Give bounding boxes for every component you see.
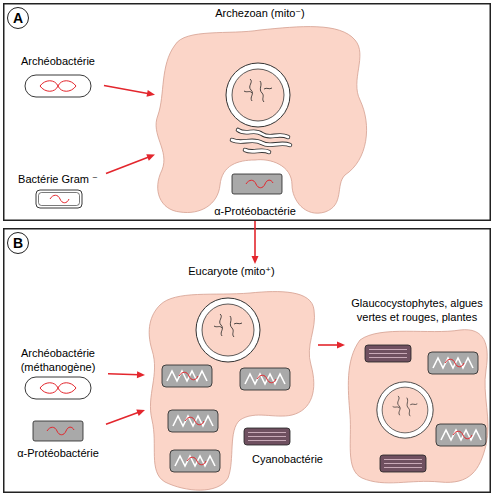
bacterium-node: Bactérie Gram ⁻ — [10, 172, 106, 212]
bacterium-node: Archéobactérie (méthanogène) — [8, 346, 108, 398]
gram-negative-icon — [36, 190, 82, 208]
bacterium-node: α-Protéobactérie — [10, 420, 106, 464]
arrow-connector — [106, 409, 145, 424]
chloroplast — [380, 455, 426, 472]
cell-node: Archezoan (mito⁻) — [155, 6, 365, 222]
organism-label: Bactérie Gram ⁻ — [10, 172, 106, 186]
mitochondrion — [170, 450, 220, 472]
endoplasmic-reticulum — [232, 130, 290, 152]
arrow-head — [252, 256, 259, 264]
bacterium-node: Archéobactérie — [12, 54, 104, 100]
cell-membrane — [156, 27, 367, 214]
arrow-head — [137, 371, 145, 378]
cell-node: Glaucocystophytes, algues vertes et roug… — [345, 296, 489, 488]
organism-label: Archéobactérie (méthanogène) — [8, 346, 108, 374]
mitochondrion — [168, 410, 218, 432]
proteobacterium-icon — [232, 174, 282, 194]
organism-label: Archéobactérie — [12, 54, 104, 68]
mitochondrion — [162, 365, 212, 387]
cell-outline — [345, 296, 489, 488]
arrow-line — [254, 221, 256, 258]
arrow-line — [106, 157, 149, 174]
organism-label: α-Protéobactérie — [10, 446, 106, 460]
arrow-connector — [252, 221, 259, 264]
cell-title: Glaucocystophytes, algues vertes et roug… — [345, 296, 489, 324]
cell-outline — [155, 6, 365, 222]
nucleus — [196, 298, 260, 362]
nucleus — [377, 382, 433, 438]
panel-letter: B — [7, 232, 29, 254]
arrow-line — [318, 344, 339, 346]
arrow-head — [147, 90, 155, 97]
cell-title: Eucaryote (mito⁺) — [145, 264, 318, 278]
nucleus — [226, 63, 290, 127]
arrow-head — [136, 409, 145, 416]
mitochondrion — [436, 424, 486, 446]
arrow-head — [146, 154, 155, 161]
arrow-connector — [108, 371, 145, 378]
bacterium-node: α-Protéobactérie — [200, 172, 310, 220]
archaea-icon — [25, 377, 91, 399]
bacterium-node: Cyanobactérie — [240, 426, 335, 468]
panel-frame: A ArchéobactérieBactérie Gram ⁻ Archezoan … — [3, 3, 491, 221]
cell-title: Archezoan (mito⁻) — [155, 6, 365, 20]
chloroplast — [365, 345, 411, 362]
organism-label: Cyanobactérie — [240, 452, 335, 466]
panel-letter: A — [7, 7, 29, 29]
organism-label: α-Protéobactérie — [200, 204, 310, 218]
cell-membrane — [348, 330, 488, 483]
proteobacterium-icon — [33, 421, 83, 441]
arrow-line — [106, 412, 139, 424]
arrow-line — [104, 85, 149, 93]
arrow-connector — [104, 85, 155, 96]
mitochondrion — [240, 368, 290, 390]
arrow-connector — [106, 154, 155, 173]
archaea-icon — [25, 75, 91, 97]
mitochondrion — [428, 352, 478, 374]
arrow-head — [337, 342, 345, 349]
arrow-connector — [318, 342, 345, 349]
cyanobacterium-icon — [244, 428, 290, 445]
panel-frame: B Archéobactérie (méthanogène) α-Protéobac… — [3, 228, 491, 493]
arrow-line — [108, 374, 139, 375]
